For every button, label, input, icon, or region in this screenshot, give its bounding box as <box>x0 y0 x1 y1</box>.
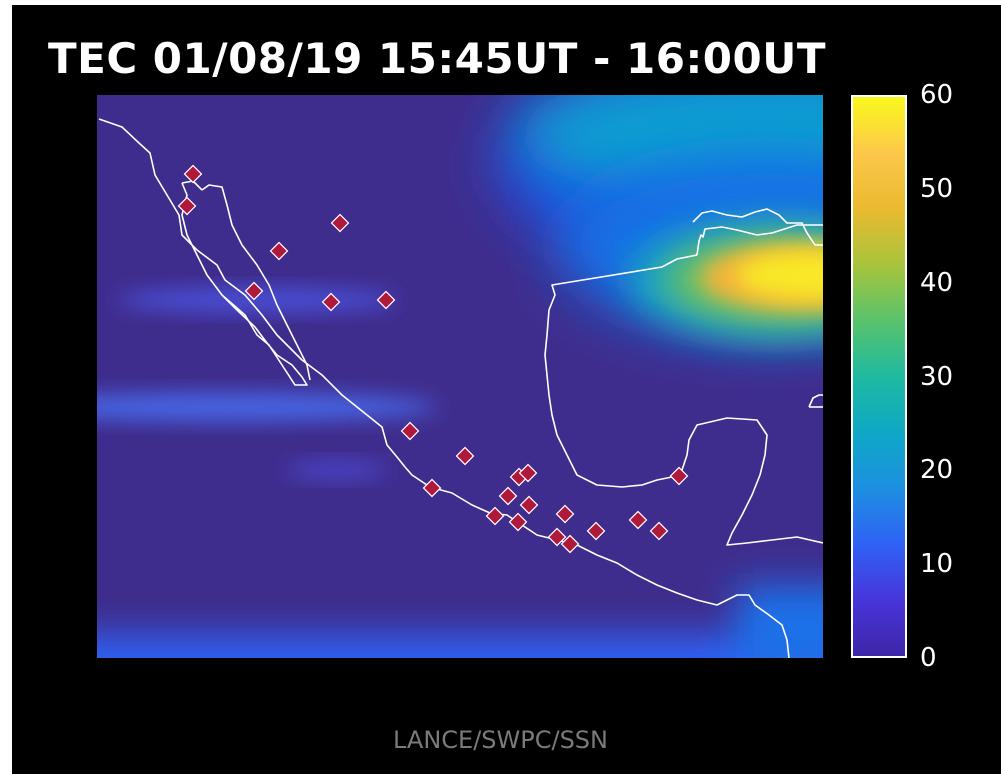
station-marker <box>455 446 475 466</box>
coastline-cuba <box>808 394 823 408</box>
station-marker <box>485 506 505 526</box>
coastline-north-gulf <box>692 208 823 246</box>
station-marker <box>547 527 567 547</box>
tec-field-ne-yellow <box>737 251 823 299</box>
station-marker <box>508 512 528 532</box>
colorbar-tick-label: 50 <box>920 173 954 204</box>
tec-contour-field <box>97 95 823 658</box>
coastlines <box>98 118 823 658</box>
station-marker <box>628 510 648 530</box>
colorbar-tick-label: 0 <box>920 643 937 673</box>
station-marker <box>376 290 396 310</box>
station-marker <box>498 486 518 506</box>
station-marker <box>519 495 539 515</box>
station-marker <box>518 463 538 483</box>
coastline-baja-east <box>201 184 311 381</box>
tec-field-southeast <box>737 585 823 658</box>
gnss-stations <box>177 164 689 554</box>
station-marker <box>400 421 420 441</box>
station-marker <box>560 534 580 554</box>
coastline-gulf <box>696 224 823 256</box>
coastline-baja-west <box>181 182 308 386</box>
station-marker <box>649 521 669 541</box>
tec-field-bottom-band <box>97 635 823 658</box>
station-marker <box>422 478 442 498</box>
station-marker <box>330 213 350 233</box>
station-marker <box>555 504 575 524</box>
station-marker <box>321 292 341 312</box>
tec-field-band-mid <box>97 393 437 421</box>
tec-map-area <box>97 95 823 658</box>
colorbar-tick-label: 40 <box>920 267 954 298</box>
tec-field-band-small <box>287 461 387 479</box>
station-marker <box>244 281 264 301</box>
station-marker <box>586 521 606 541</box>
map-title: TEC 01/08/19 15:45UT - 16:00UT <box>48 34 826 83</box>
station-marker <box>669 466 689 486</box>
coastline-gulf-west <box>544 254 823 546</box>
colorbar-gradient <box>853 97 905 656</box>
colorbar-tick-label: 30 <box>920 361 954 392</box>
colorbar-tick-label: 10 <box>920 549 954 580</box>
colorbar-tick-label: 60 <box>920 80 954 110</box>
colorbar <box>851 95 907 658</box>
station-marker <box>183 164 203 184</box>
station-marker <box>177 196 197 216</box>
colorbar-tick-label: 20 <box>920 455 954 486</box>
station-marker <box>269 241 289 261</box>
credit-label: LANCE/SWPC/SSN <box>392 726 608 754</box>
